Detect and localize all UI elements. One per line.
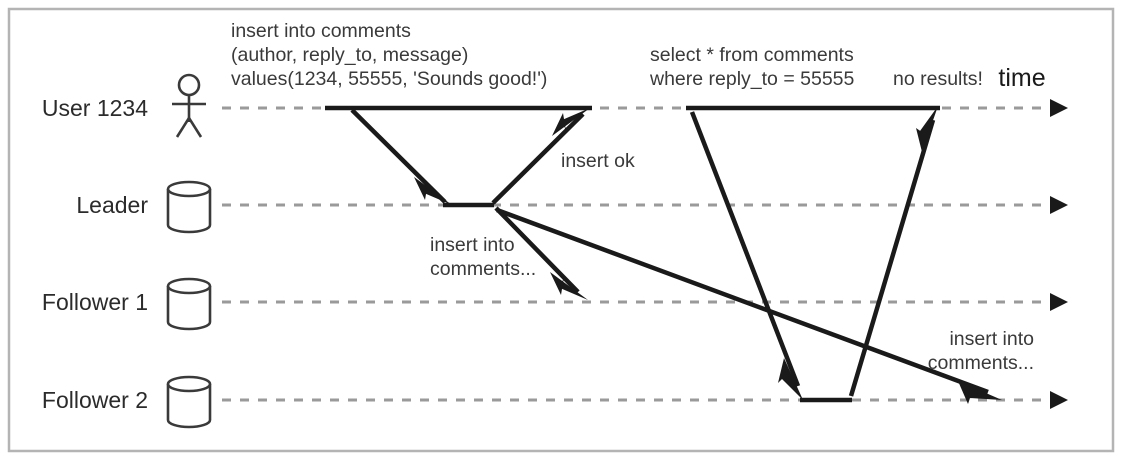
note-read-query-line-1: select * from comments (650, 44, 854, 66)
note-replicate-follower2: insert into comments... (928, 328, 1034, 374)
message-replicate-follower2 (496, 207, 1002, 404)
message-replicate-follower1 (494, 206, 588, 300)
arrowhead-no-results (916, 106, 938, 152)
note-replicate-follower2-line-2: comments... (928, 352, 1034, 374)
actor-stick-figure (172, 73, 206, 138)
arrowhead-read-query (778, 358, 803, 400)
note-replicate-follower1: insert into comments... (430, 234, 536, 280)
note-read-query: select * from comments where reply_to = … (649, 44, 855, 90)
message-read-query (689, 111, 803, 400)
arrowhead-replicate-follower1 (550, 272, 588, 300)
arrowhead-write-to-leader (414, 177, 452, 205)
note-replicate-follower2-line-1: insert into (949, 328, 1034, 350)
database-cylinder-icon-follower1 (166, 277, 212, 331)
time-axis-label: time (998, 64, 1045, 92)
note-write-query-line-1: insert into comments (231, 20, 411, 42)
lifeline-end-arrowheads (1050, 99, 1068, 409)
arrowhead-follower2-end (1050, 391, 1068, 409)
arrowhead-insert-ok (552, 108, 590, 136)
note-write-query: insert into comments (author, reply_to, … (231, 20, 547, 90)
message-write-to-leader (350, 108, 452, 205)
note-no-results: no results! (893, 68, 983, 90)
arrowhead-follower1-end (1050, 293, 1068, 311)
arrowhead-user-end (1050, 99, 1068, 117)
lifeline-label-follower2: Follower 2 (42, 387, 148, 413)
note-replicate-follower1-line-2: comments... (430, 258, 536, 280)
message-no-results (848, 106, 938, 397)
note-replicate-follower1-line-1: insert into (430, 234, 515, 256)
database-cylinder-icon-follower2 (166, 375, 212, 429)
note-write-query-line-3: values(1234, 55555, 'Sounds good!') (231, 68, 547, 90)
message-insert-ok (491, 108, 590, 205)
activation-bars (325, 105, 940, 403)
arrowhead-replicate-follower2 (958, 381, 1002, 404)
lifeline-label-user: User 1234 (42, 95, 148, 121)
note-read-query-line-2: where reply_to = 55555 (649, 68, 855, 90)
lifeline-label-follower1: Follower 1 (42, 289, 148, 315)
lifeline-label-leader: Leader (76, 192, 148, 218)
database-cylinder-icon-leader (166, 180, 212, 234)
note-insert-ok: insert ok (561, 150, 635, 172)
arrowhead-leader-end (1050, 196, 1068, 214)
figure-border (7, 7, 1115, 453)
note-write-query-line-2: (author, reply_to, message) (231, 44, 468, 66)
